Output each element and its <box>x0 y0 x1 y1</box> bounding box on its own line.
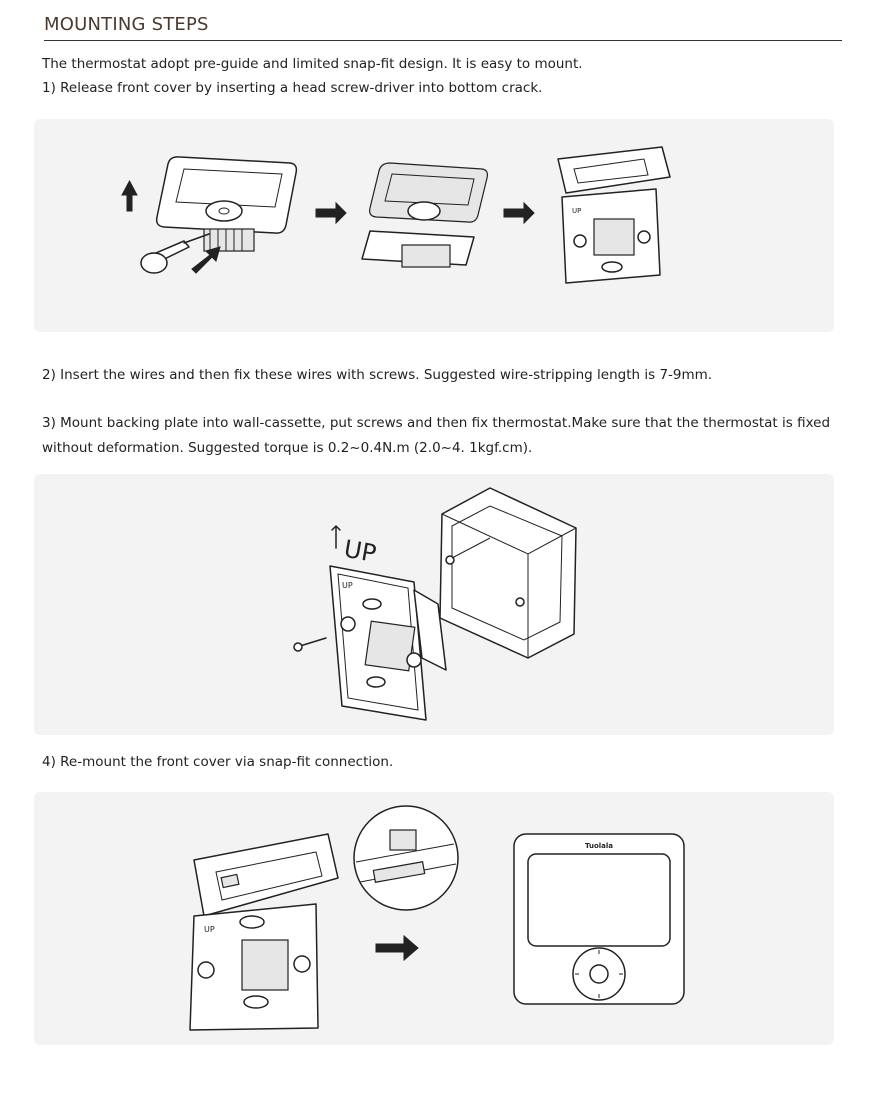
right-arrow-icon <box>315 201 347 225</box>
up-small-label: UP <box>572 207 581 215</box>
cover-up-label: UP <box>204 925 215 934</box>
screwdriver-icon <box>140 233 210 274</box>
screw-icon <box>293 637 327 652</box>
step-1-illustration: UP <box>121 146 671 284</box>
right-arrow-icon <box>375 934 419 962</box>
thermostat-icon <box>155 156 298 252</box>
up-arrow-icon <box>121 179 138 212</box>
section-title: MOUNTING STEPS <box>44 14 209 35</box>
right-arrow-icon <box>503 201 535 225</box>
section-heading: MOUNTING STEPS <box>44 14 842 41</box>
step-1-text: 1) Release front cover by inserting a he… <box>42 80 543 96</box>
step-4-text: 4) Re-mount the front cover via snap-fit… <box>42 754 394 770</box>
plate-up-label: UP <box>342 581 353 590</box>
up-big-label: UP <box>342 535 378 568</box>
thermostat-icon <box>361 162 489 268</box>
thermostat-icon: UP <box>557 146 671 284</box>
thermostat-icon: UP <box>189 833 339 1031</box>
step-3-illustration-panel: UP UP <box>34 474 834 735</box>
thermostat-icon: UP <box>329 565 447 721</box>
thermostat-icon: Tuolala <box>513 833 685 1005</box>
wall-box-icon <box>439 487 577 659</box>
step-2-text: 2) Insert the wires and then fix these w… <box>42 367 713 383</box>
brand-label: Tuolala <box>585 842 613 850</box>
step-1-illustration-panel: UP <box>34 119 834 332</box>
step-4-illustration: UP Tuolala <box>189 805 685 1031</box>
intro-text: The thermostat adopt pre-guide and limit… <box>42 56 583 72</box>
step-3-illustration: UP UP <box>293 487 577 721</box>
dial-icon <box>572 947 626 1001</box>
snap-fit-detail-icon <box>353 805 459 911</box>
step-4-illustration-panel: UP Tuolala <box>34 792 834 1045</box>
up-arrow-icon <box>331 525 341 549</box>
step-3-text-line-2: without deformation. Suggested torque is… <box>42 440 533 456</box>
step-3-text-line-1: 3) Mount backing plate into wall-cassett… <box>42 415 831 431</box>
